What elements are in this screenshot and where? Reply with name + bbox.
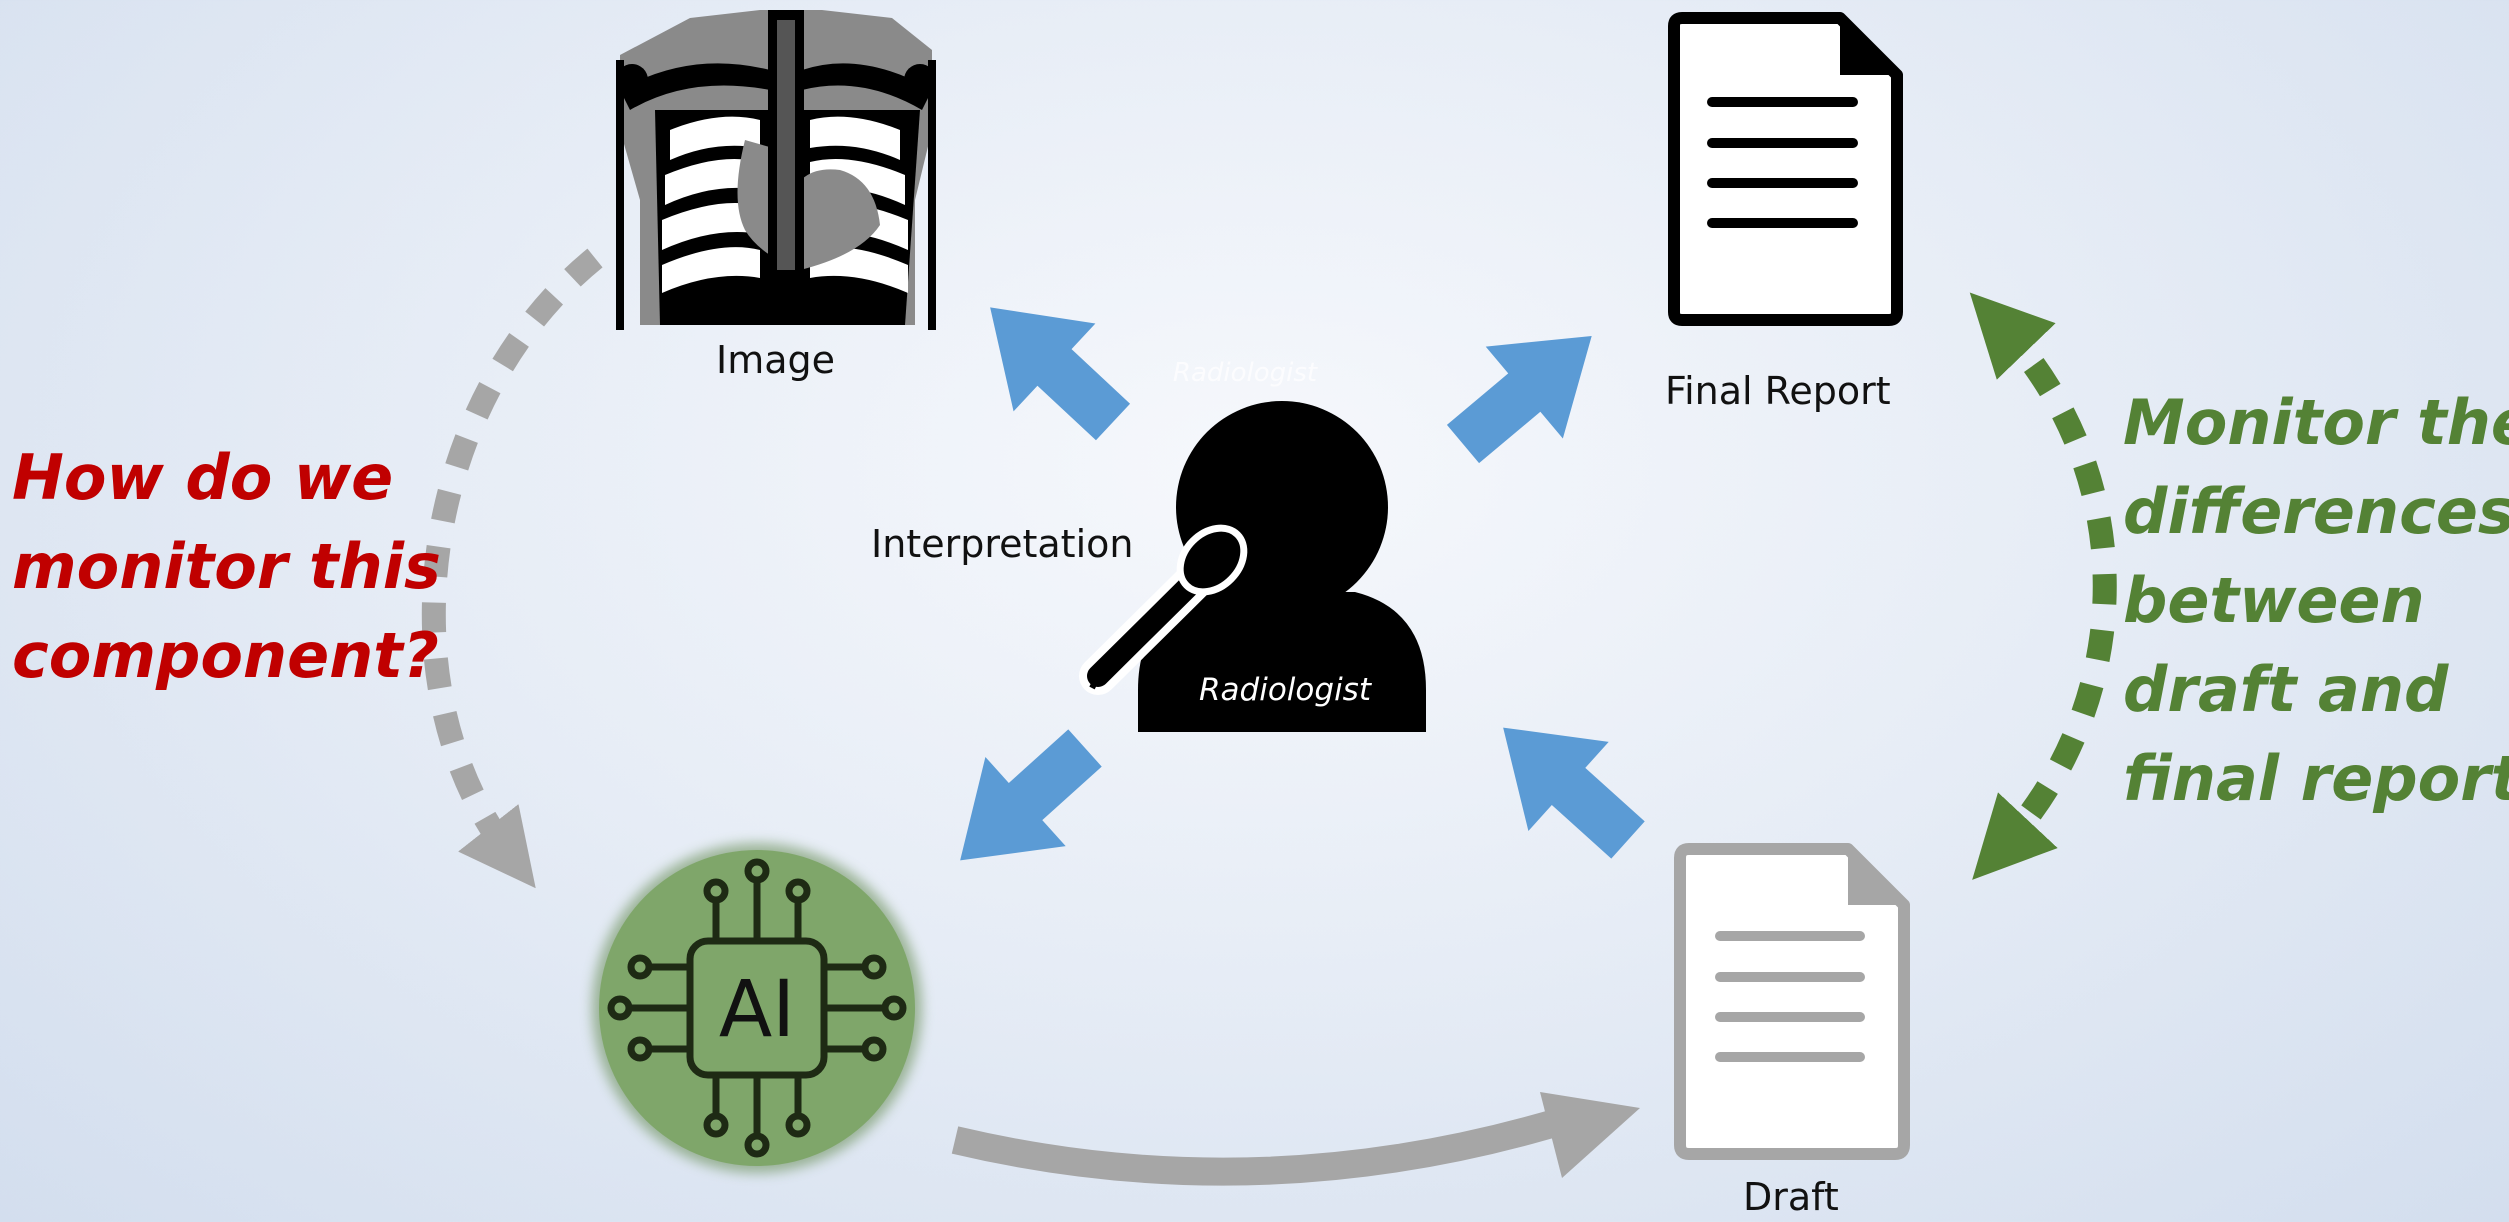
chest-xray-icon — [616, 10, 936, 330]
arrow-to-final-report — [1446, 336, 1592, 464]
arrow-to-ai — [960, 729, 1102, 861]
question-left-line: monitor this — [12, 530, 441, 603]
draft-label: Draft — [1743, 1175, 1839, 1219]
final-report-document-icon — [1668, 12, 1903, 326]
ai-to-draft-arrow-shaft — [951, 1106, 1570, 1186]
ai-to-draft-arrowhead — [1540, 1092, 1640, 1178]
ai-chip-icon: AI — [592, 843, 922, 1173]
image-label: Image — [716, 338, 836, 382]
microphone-icon — [1079, 524, 1248, 695]
final-draft-comparison-arrow — [1969, 292, 2117, 880]
radiologist-icon: Radiologist Radiologist — [1079, 358, 1426, 732]
question-left-line: How do we — [12, 441, 394, 514]
statement-right-line: between — [2123, 564, 2425, 637]
arrow-from-draft — [1503, 727, 1645, 859]
final-report-label: Final Report — [1665, 369, 1891, 413]
interpretation-label: Interpretation — [871, 522, 1134, 566]
monitoring-question-left: How do we monitor this component? — [12, 433, 441, 700]
statement-right-line: Monitor the — [2123, 386, 2509, 459]
statement-right-line: differences — [2123, 475, 2509, 548]
radiologist-faint-label: Radiologist — [1173, 358, 1318, 388]
monitoring-statement-right: Monitor the differences between draft an… — [2123, 378, 2509, 823]
radiologist-label: Radiologist — [1199, 672, 1373, 708]
statement-right-line: draft and — [2123, 653, 2449, 726]
blue-arrows — [960, 307, 1645, 861]
ai-label: AI — [719, 965, 795, 1055]
image-to-ai-dashed-arrow — [421, 248, 603, 889]
arrow-to-image — [990, 307, 1131, 441]
question-left-line: component? — [12, 619, 439, 692]
statement-right-line: final report — [2123, 742, 2509, 815]
draft-document-icon — [1674, 843, 1910, 1160]
